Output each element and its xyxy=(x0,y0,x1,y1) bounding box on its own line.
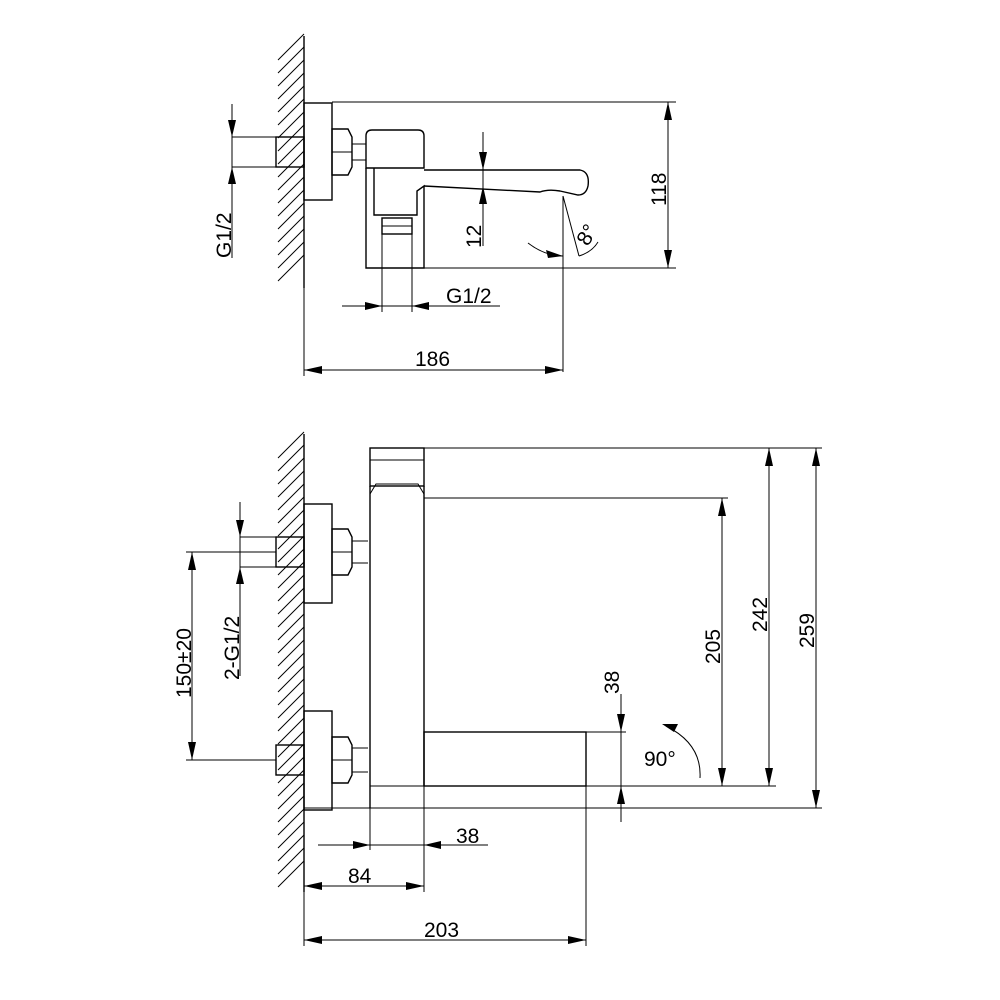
wall-hatch-line xyxy=(277,730,305,758)
wall-hatch-line xyxy=(277,522,305,550)
wall-hatch-line xyxy=(277,639,305,667)
wall-hatch-line xyxy=(277,457,305,485)
dim-front-body-offset: 84 xyxy=(348,865,372,888)
dim-top-spout-angle: 8° xyxy=(572,221,602,250)
wall-hatch-line xyxy=(277,847,305,875)
wall-hatch-line xyxy=(277,496,305,524)
wall-hatch-line xyxy=(277,72,305,100)
wall-hatch-line xyxy=(277,85,305,113)
wall-hatch-line xyxy=(277,228,305,256)
wall-hatch-line xyxy=(277,215,305,243)
wall-hatch-line xyxy=(277,150,305,178)
dim-top-height: 118 xyxy=(648,173,671,206)
front-mixer-body xyxy=(369,447,425,808)
wall-hatch-line xyxy=(277,163,305,191)
wall-hatch-line xyxy=(277,33,305,61)
dim-front-body-width: 38 xyxy=(456,825,479,848)
wall-hatch-line xyxy=(277,587,305,615)
dim-front-inlet-threads: 2-G1/2 xyxy=(221,616,244,680)
wall-hatch-line xyxy=(277,613,305,641)
top-dimension-lines xyxy=(228,101,676,376)
front-spout xyxy=(370,731,587,787)
dim-top-depth: 186 xyxy=(415,348,450,371)
top-spout xyxy=(423,169,590,196)
wall-hatch-line xyxy=(277,98,305,126)
wall-hatch-line xyxy=(277,46,305,74)
wall-hatch-line xyxy=(277,535,305,563)
front-dimension-lines xyxy=(186,447,822,946)
wall-hatch-line xyxy=(277,111,305,139)
wall-hatch-line xyxy=(277,509,305,537)
wall-hatch-line xyxy=(277,548,305,576)
wall-hatch-line xyxy=(277,561,305,589)
wall-hatch-line xyxy=(277,782,305,810)
wall-hatch-line xyxy=(277,574,305,602)
wall-hatch-line xyxy=(277,241,305,269)
wall-hatch-line xyxy=(277,795,305,823)
dim-top-inlet-thread: G1/2 xyxy=(213,212,236,258)
top-dimension-labels: G1/2 118 12 8° G1/2 186 xyxy=(213,173,671,371)
dim-front-spout-angle: 90° xyxy=(644,748,676,771)
dim-front-height-259: 259 xyxy=(796,613,819,648)
wall-hatch-line xyxy=(277,59,305,87)
wall-hatch-line xyxy=(277,124,305,152)
wall-hatch-line xyxy=(277,678,305,706)
dim-front-height-205: 205 xyxy=(702,629,725,664)
front-upper-inlet xyxy=(275,503,368,604)
wall-hatch-line xyxy=(277,808,305,836)
front-wall xyxy=(277,431,305,892)
dim-front-height-242: 242 xyxy=(749,597,772,632)
top-view: G1/2 118 12 8° G1/2 186 xyxy=(213,33,676,376)
dim-front-centers: 150±20 xyxy=(173,628,196,698)
wall-hatch-line xyxy=(277,652,305,680)
wall-hatch-line xyxy=(277,743,305,771)
wall-hatch-line xyxy=(277,821,305,849)
dim-top-spout-drop: 12 xyxy=(463,225,486,248)
wall-hatch-line xyxy=(277,254,305,282)
wall-hatch-line xyxy=(277,444,305,472)
dim-top-outlet-thread: G1/2 xyxy=(446,285,492,308)
wall-hatch-line xyxy=(277,470,305,498)
wall-hatch-line xyxy=(277,756,305,784)
front-view: 150±20 2-G1/2 205 242 259 38 90° 38 84 2… xyxy=(173,431,822,946)
dim-front-spout-height: 38 xyxy=(601,671,624,694)
wall-hatch-line xyxy=(277,189,305,217)
dim-front-spout-reach: 203 xyxy=(424,919,459,942)
front-dimension-labels: 150±20 2-G1/2 205 242 259 38 90° 38 84 2… xyxy=(173,597,819,942)
wall-hatch-line xyxy=(277,137,305,165)
front-lower-inlet xyxy=(275,710,368,811)
wall-hatch-line xyxy=(277,717,305,745)
wall-hatch-line xyxy=(277,704,305,732)
top-mixer-body xyxy=(365,129,425,269)
wall-hatch-line xyxy=(277,860,305,888)
wall-hatch-line xyxy=(277,691,305,719)
top-wall xyxy=(277,33,305,288)
top-inlet-connection xyxy=(275,102,366,201)
wall-hatch-line xyxy=(277,431,305,459)
wall-hatch-line xyxy=(277,769,305,797)
wall-hatch-line xyxy=(277,626,305,654)
wall-hatch-line xyxy=(277,176,305,204)
wall-hatch-line xyxy=(277,202,305,230)
wall-hatch-line xyxy=(277,483,305,511)
wall-hatch-line xyxy=(277,600,305,628)
wall-hatch-line xyxy=(277,665,305,693)
wall-hatch-line xyxy=(277,834,305,862)
